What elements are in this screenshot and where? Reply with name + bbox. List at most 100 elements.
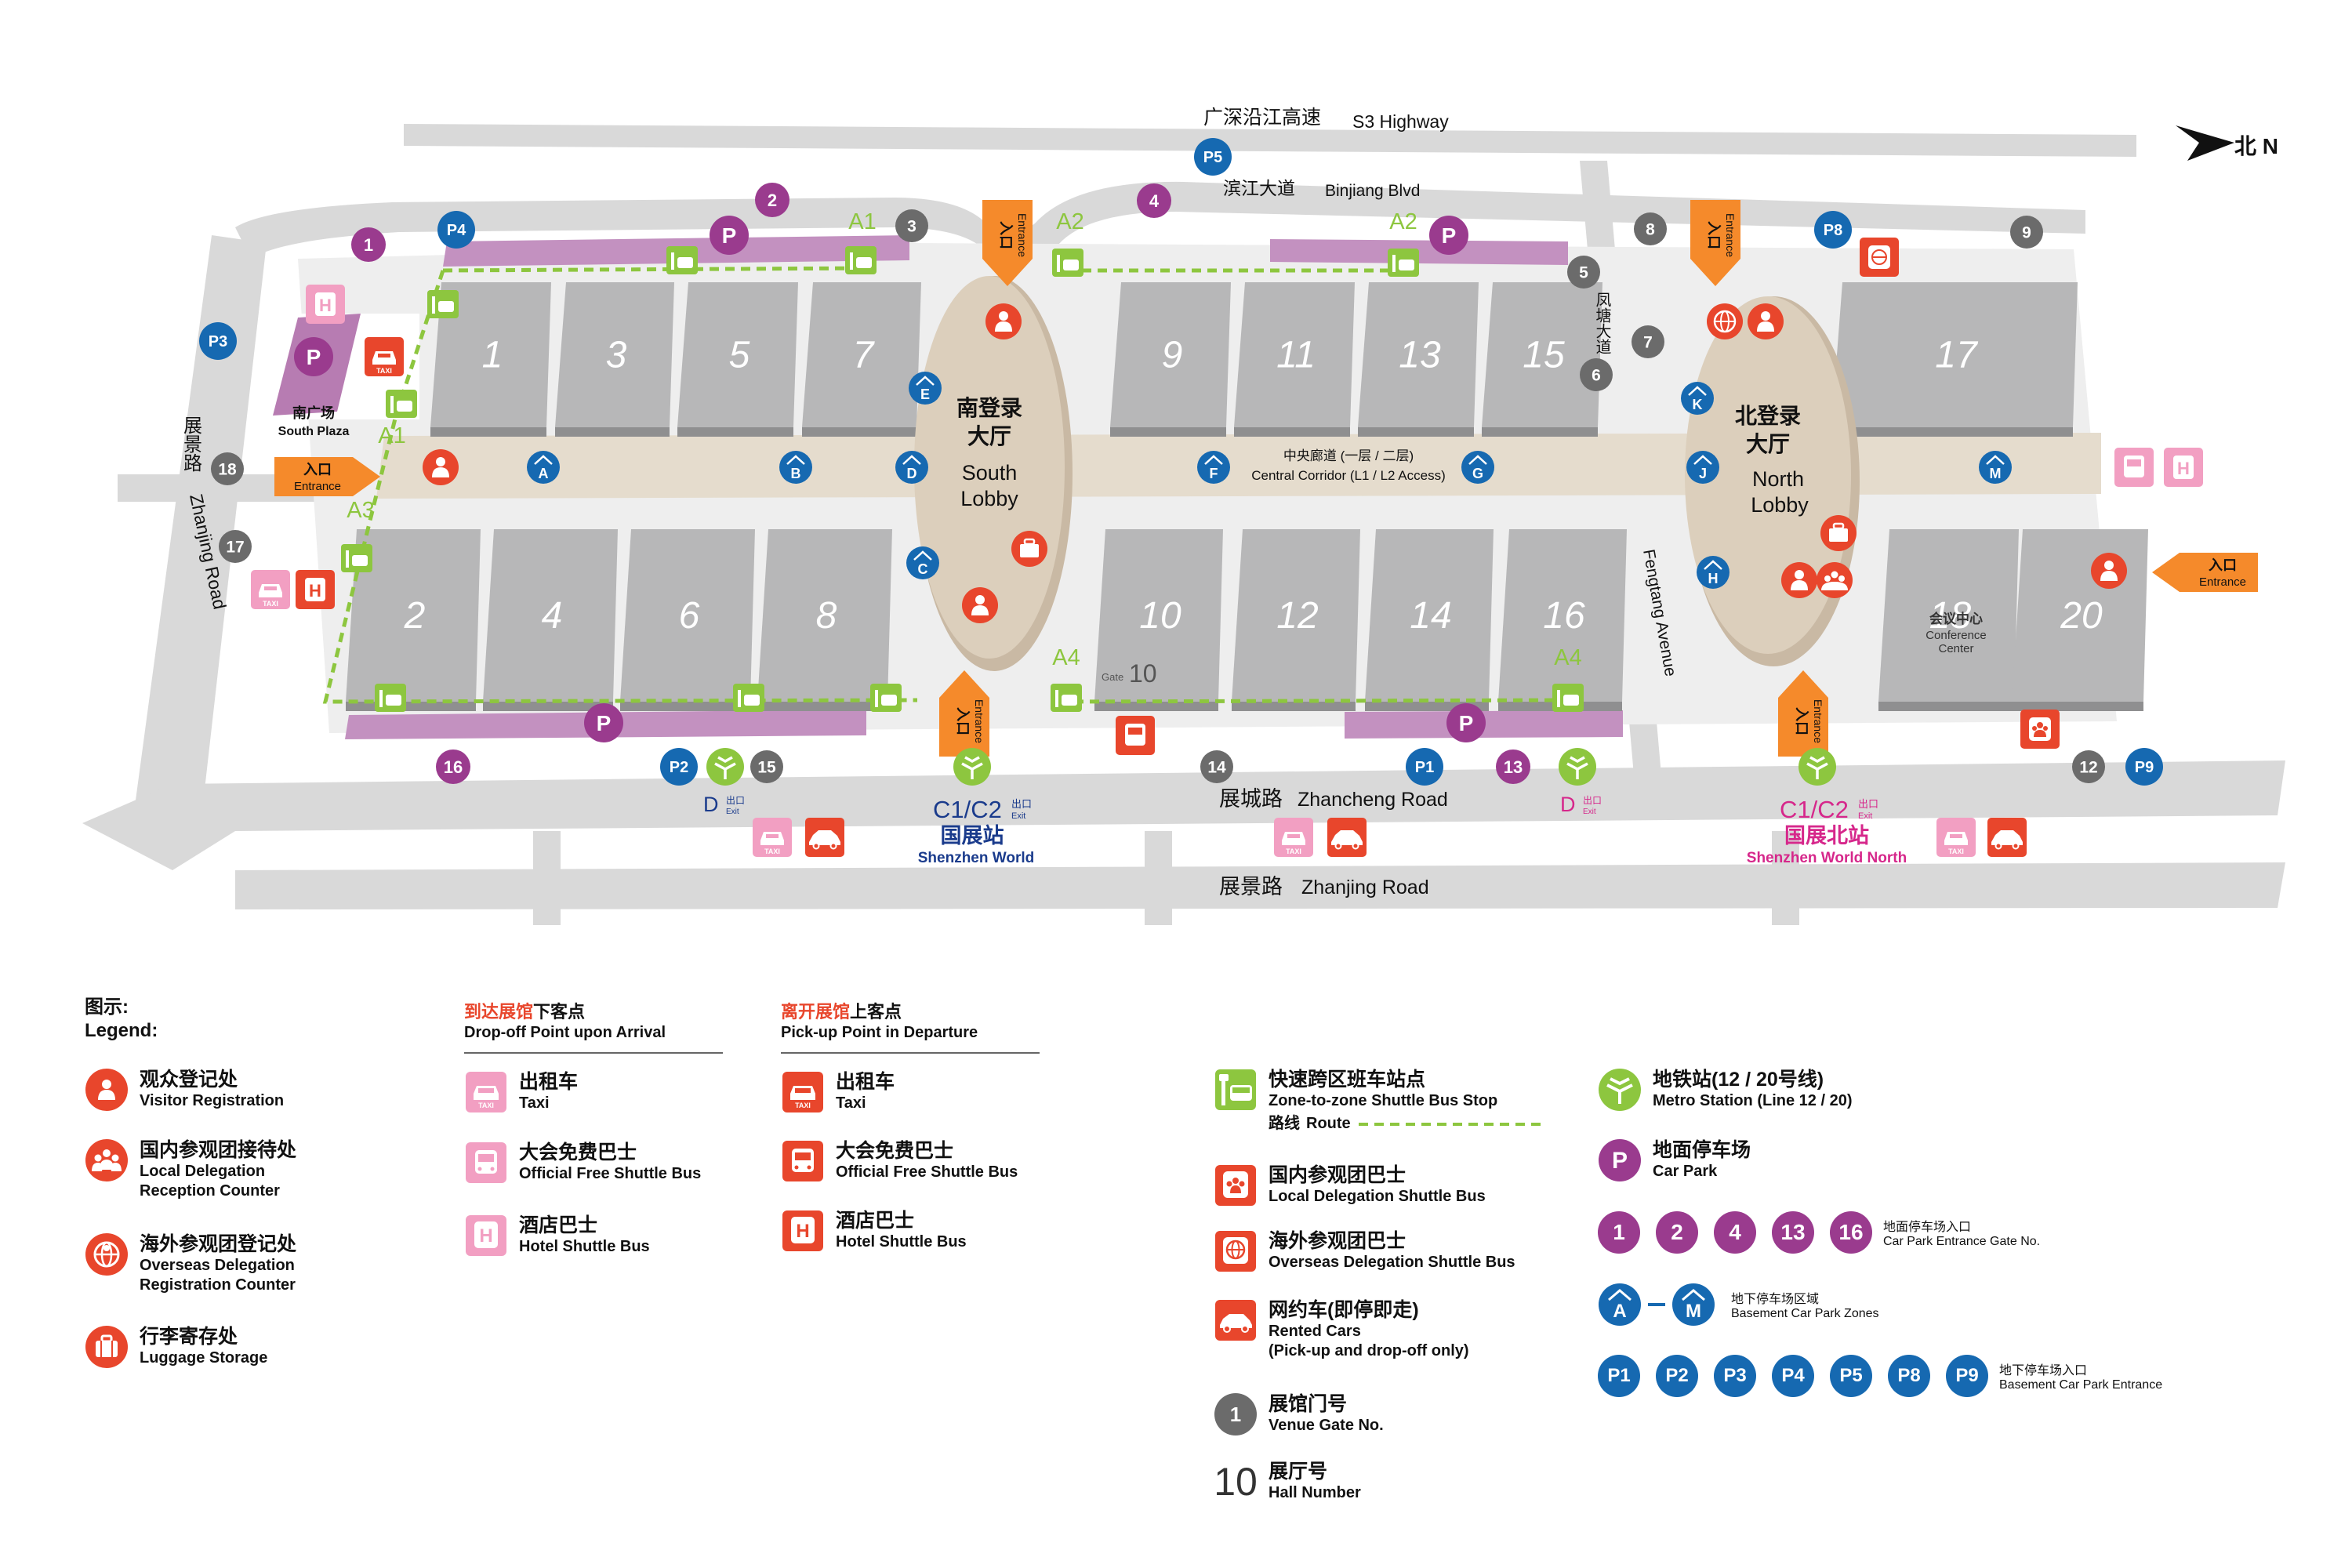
- metro-station-icon[interactable]: [1559, 748, 1596, 786]
- shuttle-stop-icon[interactable]: [386, 390, 417, 418]
- ground-parking-3[interactable]: P: [294, 337, 333, 376]
- basement-zone-e[interactable]: E: [909, 372, 942, 405]
- basement-zone-c[interactable]: C: [906, 546, 939, 579]
- ground-gate-2[interactable]: 2: [755, 183, 789, 217]
- basement-zone-b[interactable]: B: [779, 451, 812, 484]
- shuttle-stop-icon[interactable]: [427, 290, 459, 318]
- overseas-registration-icon[interactable]: [1707, 303, 1743, 339]
- basement-zone-f[interactable]: F: [1197, 451, 1230, 484]
- luggage-storage-icon[interactable]: [1011, 531, 1047, 567]
- shuttle-stop-icon[interactable]: [870, 684, 902, 712]
- basement-zone-d[interactable]: D: [895, 451, 928, 484]
- rented-car-icon[interactable]: [805, 818, 844, 857]
- ground-parking-4[interactable]: P: [584, 703, 623, 742]
- shuttle-stop-icon[interactable]: [1051, 684, 1082, 712]
- ground-gate-4[interactable]: 4: [1137, 183, 1171, 218]
- ground-parking-5[interactable]: P: [1446, 703, 1486, 742]
- hall-10[interactable]: 10: [1094, 529, 1223, 711]
- hall-12[interactable]: 12: [1232, 529, 1360, 711]
- taxi-dropoff-icon[interactable]: TAXI: [1936, 818, 1976, 857]
- shuttle-stop-icon[interactable]: [375, 684, 406, 712]
- hall-6[interactable]: 6: [620, 529, 755, 711]
- ground-parking-2[interactable]: P: [1429, 216, 1468, 255]
- visitor-registration-icon[interactable]: [423, 449, 459, 485]
- hall-18[interactable]: 18: [1878, 529, 2019, 711]
- hall-17[interactable]: 17: [1831, 282, 2078, 437]
- shuttle-stop-icon[interactable]: [733, 684, 764, 712]
- shuttle-stop-icon[interactable]: [341, 544, 372, 572]
- basement-entrance-p2[interactable]: P2: [660, 748, 698, 786]
- venue-gate-15[interactable]: 15: [750, 750, 783, 783]
- basement-entrance-p5[interactable]: P5: [1194, 138, 1232, 176]
- metro-station-icon[interactable]: [1798, 748, 1836, 786]
- local-delegation-reception-icon[interactable]: [1817, 562, 1853, 598]
- venue-gate-9[interactable]: 9: [2010, 216, 2043, 249]
- basement-zone-j[interactable]: J: [1686, 451, 1719, 484]
- basement-zone-k[interactable]: K: [1681, 382, 1714, 415]
- metro-station-icon[interactable]: [706, 748, 744, 786]
- hall-4[interactable]: 4: [483, 529, 618, 711]
- visitor-registration-icon[interactable]: [1748, 303, 1784, 339]
- hall-3[interactable]: 3: [555, 282, 674, 437]
- shuttle-stop-icon[interactable]: [845, 246, 877, 274]
- shuttle-stop-icon[interactable]: [1052, 249, 1083, 277]
- overseas-delegation-bus-icon[interactable]: [1860, 238, 1899, 277]
- venue-gate-17[interactable]: 17: [219, 530, 252, 563]
- ground-parking-1[interactable]: P: [710, 216, 749, 255]
- taxi-dropoff-icon[interactable]: TAXI: [251, 570, 290, 609]
- basement-zone-h[interactable]: H: [1697, 556, 1730, 589]
- basement-entrance-p3[interactable]: P3: [199, 322, 237, 360]
- shuttle-stop-icon[interactable]: [1388, 249, 1419, 277]
- ground-gate-16[interactable]: 16: [436, 750, 470, 784]
- hall-15[interactable]: 15: [1482, 282, 1602, 437]
- venue-gate-8[interactable]: 8: [1634, 212, 1667, 245]
- luggage-storage-icon[interactable]: [1820, 515, 1857, 551]
- visitor-registration-icon[interactable]: [1781, 562, 1817, 598]
- hall-2[interactable]: 2: [346, 529, 481, 711]
- rented-car-icon[interactable]: [1987, 818, 2027, 857]
- hall-20[interactable]: 20: [2012, 529, 2148, 711]
- venue-gate-7[interactable]: 7: [1632, 325, 1664, 358]
- local-delegation-bus-icon[interactable]: [2020, 710, 2060, 749]
- shuttle-stop-icon[interactable]: [1552, 684, 1584, 712]
- hotel-bus-pickup-icon[interactable]: H: [296, 570, 335, 609]
- ground-gate-13[interactable]: 13: [1496, 750, 1530, 784]
- basement-zone-g[interactable]: G: [1461, 451, 1494, 484]
- basement-entrance-p8[interactable]: P8: [1814, 211, 1852, 249]
- shuttle-stop-icon[interactable]: [666, 246, 698, 274]
- metro-station-icon[interactable]: [953, 748, 991, 786]
- hall-1[interactable]: 1: [430, 282, 551, 437]
- visitor-registration-icon[interactable]: [962, 587, 998, 623]
- shuttle-bus-dropoff-icon[interactable]: [2114, 448, 2154, 487]
- visitor-registration-icon[interactable]: [2091, 553, 2127, 589]
- hotel-bus-dropoff-icon[interactable]: H: [306, 285, 345, 324]
- visitor-registration-icon[interactable]: [985, 303, 1022, 339]
- hall-13[interactable]: 13: [1358, 282, 1479, 437]
- hotel-bus-dropoff-icon[interactable]: H: [2164, 448, 2203, 487]
- venue-gate-3[interactable]: 3: [895, 209, 928, 242]
- shuttle-bus-pickup-icon[interactable]: [1116, 716, 1155, 755]
- taxi-dropoff-icon[interactable]: TAXI: [753, 818, 792, 857]
- hall-14[interactable]: 14: [1365, 529, 1494, 711]
- hall-7[interactable]: 7: [802, 282, 921, 437]
- basement-zone-m[interactable]: M: [1979, 451, 2012, 484]
- rented-car-icon[interactable]: [1327, 818, 1367, 857]
- hall-5[interactable]: 5: [677, 282, 798, 437]
- basement-zone-a[interactable]: A: [527, 451, 560, 484]
- taxi-dropoff-icon[interactable]: TAXI: [1274, 818, 1313, 857]
- venue-gate-6[interactable]: 6: [1580, 358, 1613, 391]
- venue-gate-14[interactable]: 14: [1200, 750, 1233, 783]
- basement-entrance-p1[interactable]: P1: [1406, 748, 1443, 786]
- basement-entrance-p4[interactable]: P4: [437, 211, 475, 249]
- hall-11[interactable]: 11: [1234, 282, 1355, 437]
- basement-entrance-p9[interactable]: P9: [2125, 748, 2163, 786]
- taxi-pickup-icon[interactable]: TAXI: [365, 337, 404, 376]
- hall-9[interactable]: 9: [1110, 282, 1231, 437]
- ground-gate-1[interactable]: 1: [351, 227, 386, 262]
